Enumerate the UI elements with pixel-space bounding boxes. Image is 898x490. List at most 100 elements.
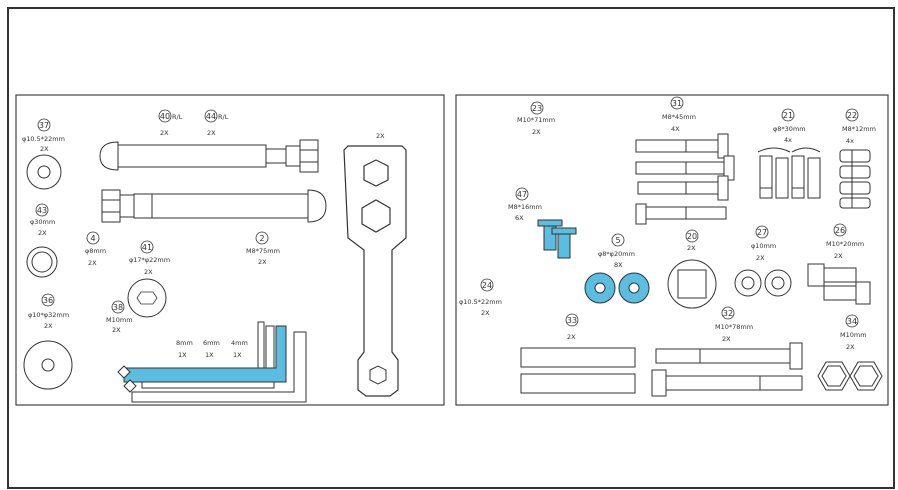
part-20-qty: 2X <box>687 244 696 252</box>
part-32-size: M10*78mm <box>715 323 753 331</box>
spacer-icon <box>127 278 167 318</box>
part-4-size: φ8mm <box>85 247 106 255</box>
part-23-number: 23 <box>532 104 542 113</box>
sleeve-21-icon <box>757 147 821 199</box>
part-2-size: M8*75mm <box>246 247 280 255</box>
left-parts-panel: 37 φ10.5*22mm 2X 43 φ30mm 2X 36 φ10*φ32m… <box>15 94 445 406</box>
part-44-qty: 2X <box>207 129 216 137</box>
allen-key-8mm-size: 8mm <box>176 339 193 347</box>
blue-washer-5-icon <box>584 272 650 304</box>
allen-key-6mm-qty: 1X <box>205 351 214 359</box>
axle-bolt-lower-icon <box>101 189 327 223</box>
part-43-size: φ30mm <box>30 218 55 226</box>
part-2-number: 2 <box>259 234 264 243</box>
part-23-size: M10*71mm <box>517 116 555 124</box>
part-38-qty: 2X <box>112 326 121 334</box>
part-24-number: 24 <box>482 281 492 290</box>
right-panel-border <box>455 94 889 406</box>
part-26-number: 26 <box>835 226 845 235</box>
part-31-size: M8*45mm <box>662 113 696 121</box>
part-21-size: φ8*30mm <box>773 125 806 133</box>
part-20: 20 2X <box>667 229 717 309</box>
part-43-number: 43 <box>37 206 47 215</box>
part-26: 26 M10*20mm 2X <box>807 223 871 305</box>
part-41-qty: 2X <box>144 268 153 276</box>
part-47-number: 47 <box>517 190 527 199</box>
allen-key-4mm-qty: 1X <box>233 351 242 359</box>
part-36-number: 36 <box>43 296 53 305</box>
part-34-qty: 2X <box>846 343 855 351</box>
part-37-qty: 2X <box>40 145 49 153</box>
part-2: 2 M8*75mm 2X <box>246 231 280 266</box>
part-21: 21 φ8*30mm 4x <box>757 108 821 199</box>
part-27: 27 φ10mm 2X <box>734 225 792 297</box>
part-32-qty: 2X <box>722 335 731 343</box>
part-5-size: φ8*φ20mm <box>598 250 635 258</box>
part-4-qty: 2X <box>88 259 97 267</box>
part-33-number: 33 <box>567 316 577 325</box>
part-4: 4 φ8mm 2X <box>85 231 106 267</box>
part-40-side: R/L <box>172 113 183 121</box>
part-38-size: M10mm <box>106 316 133 324</box>
allen-key-4mm-size: 4mm <box>231 339 248 347</box>
outer-frame <box>7 7 895 489</box>
part-31-number: 31 <box>672 99 682 108</box>
short-bolt-22-icon <box>839 149 871 209</box>
part-27-qty: 2X <box>756 254 765 262</box>
part-20-number: 20 <box>687 232 697 241</box>
part-31: 31 M8*45mm 4X <box>635 96 735 225</box>
bolt-set-31-icon <box>635 133 735 225</box>
allen-keys: 8mm 1X 6mm 1X 4mm 1X <box>117 321 307 403</box>
part-38: 38 M10mm 2X <box>106 300 133 334</box>
wrench: 2X <box>343 132 407 397</box>
part-44-side: R/L <box>218 113 229 121</box>
large-washer-icon <box>23 340 73 390</box>
part-43-qty: 2X <box>38 229 47 237</box>
part-24-size: φ10.5*22mm <box>459 298 502 306</box>
part-31-qty: 4X <box>671 125 680 133</box>
part-2-qty: 2X <box>258 258 267 266</box>
part-37-number: 37 <box>39 121 49 130</box>
part-22-number: 22 <box>847 111 857 120</box>
part-36-size: φ10*φ32mm <box>28 311 69 319</box>
part-21-number: 21 <box>783 111 793 120</box>
right-parts-panel: 23 M10*71mm 2X 31 M8*45mm 4X 21 φ8*30mm <box>455 94 889 406</box>
allen-key-8mm-icon <box>131 331 307 403</box>
part-32: 32 M10*78mm 2X <box>651 306 803 397</box>
part-5-number: 5 <box>615 236 620 245</box>
part-40: 40 R/L 2X <box>158 109 183 137</box>
wrench-qty: 2X <box>376 132 385 140</box>
part-41-size: φ17*φ22mm <box>129 256 170 264</box>
spacer-ring-icon <box>26 246 58 278</box>
part-34-number: 34 <box>847 317 857 326</box>
blue-bolt-47-icon <box>537 219 577 259</box>
part-43: 43 φ30mm 2X <box>26 203 58 278</box>
bushing-20-icon <box>667 259 717 309</box>
part-22-size: M8*12mm <box>842 125 876 133</box>
part-37: 37 φ10.5*22mm 2X <box>22 118 65 190</box>
part-47: 47 M8*16mm 6X <box>508 187 577 259</box>
part-40-qty: 2X <box>160 129 169 137</box>
part-34-size: M10mm <box>840 331 867 339</box>
part-41: 41 φ17*φ22mm 2X <box>127 240 170 318</box>
part-4-number: 4 <box>90 234 95 243</box>
part-40-number: 40 <box>160 112 170 121</box>
hex-nut-34-icon <box>817 361 883 391</box>
part-23-qty: 2X <box>532 128 541 136</box>
part-21-qty: 4x <box>784 136 792 144</box>
part-34: 34 M10mm 2X <box>817 314 883 391</box>
part-22: 22 M8*12mm 4x <box>839 108 876 209</box>
part-41-number: 41 <box>142 243 152 252</box>
part-24-qty: 2X <box>481 309 490 317</box>
part-33: 33 2X <box>520 313 636 394</box>
part-36: 36 φ10*φ32mm 2X <box>23 293 73 390</box>
part-26-size: M10*20mm <box>826 240 864 248</box>
part-44-number: 44 <box>206 112 216 121</box>
part-24: 24 φ10.5*22mm 2X <box>459 278 502 317</box>
long-bolt-32-icon <box>651 342 803 397</box>
part-27-number: 27 <box>757 228 767 237</box>
axle-bolt-upper-icon <box>99 139 319 173</box>
washer-icon <box>26 154 62 190</box>
part-38-number: 38 <box>113 303 123 312</box>
